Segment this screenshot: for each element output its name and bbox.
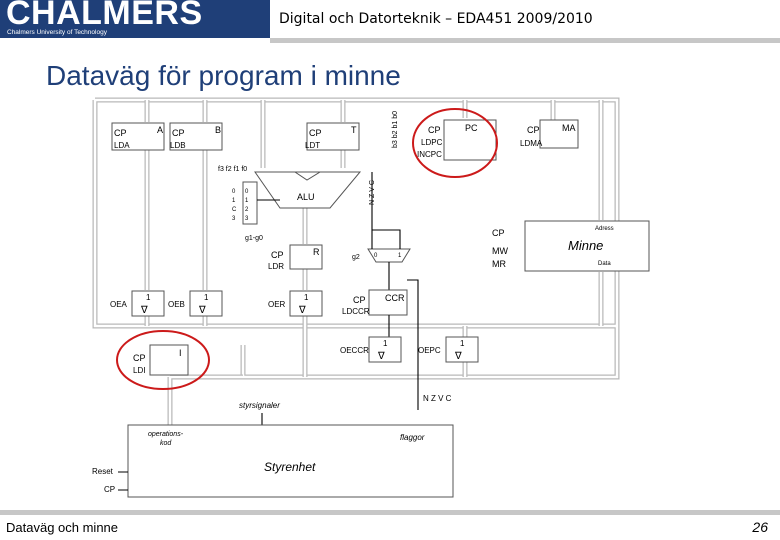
slide-title: Dataväg för program i minne (46, 60, 401, 91)
reg-ccr-cp: CP (353, 295, 366, 305)
course-title: Digital och Datorteknik – EDA451 2009/20… (279, 11, 593, 27)
register-b: CP LDB B (169, 122, 223, 151)
alu-name: ALU (297, 192, 315, 202)
reg-t-name: T (351, 125, 357, 135)
memory-mr: MR (492, 259, 506, 269)
reg-ma-name: MA (562, 123, 576, 133)
header-divider (270, 38, 780, 43)
reg-i-ld: LDI (133, 366, 145, 375)
footer-title: Dataväg och minne (6, 520, 119, 535)
chalmers-logo: CHALMERS Chalmers University of Technolo… (0, 0, 270, 38)
oe-pc: OEPC (418, 346, 441, 355)
mux-idx-0: 0 (245, 189, 249, 195)
buf-ccr-one: 1 (383, 339, 388, 348)
mux-in-1: 1 (232, 198, 236, 204)
register-r: CP LDR R (268, 244, 323, 271)
output-buffers: 1 ∇ OEA 1 ∇ OEB 1 ∇ OER 1 ∇ OECCR 1 ∇ OE… (110, 290, 479, 363)
opcode-line1: operations- (148, 431, 184, 438)
reset-label: Reset (92, 467, 114, 476)
memory-cp: CP (492, 228, 505, 238)
mux-g2-in1: 1 (398, 253, 402, 259)
svg-text:∇: ∇ (298, 305, 306, 316)
pc-highlight (412, 108, 498, 178)
data-bus (92, 97, 620, 425)
buf-b-one: 1 (204, 293, 209, 302)
b-bits: b3 b2 b1 b0 (392, 111, 399, 148)
register-pc: CP LDPC INCPC PC (417, 119, 497, 161)
oe-r: OER (268, 300, 286, 309)
styrsignaler-label: styrsignaler (239, 401, 280, 410)
buf-r-one: 1 (304, 293, 309, 302)
register-ma: CP LDMA MA (520, 119, 579, 149)
register-a: CP LDA A (111, 122, 165, 151)
register-t: CP LDT T (305, 122, 360, 151)
control-unit-name: Styrenhet (264, 460, 316, 474)
memory: Adress Minne Data CP MW MR (492, 220, 650, 272)
alu-f-bits: f3 f2 f1 f0 (218, 166, 247, 173)
memory-mw: MW (492, 246, 508, 256)
page-number: 26 (752, 519, 768, 535)
i-highlight (116, 330, 210, 390)
mux-in-2: C (232, 207, 237, 213)
opcode-line2: kod (160, 440, 172, 447)
svg-text:∇: ∇ (198, 305, 206, 316)
oe-b: OEB (168, 300, 185, 309)
control-unit: operations- kod flaggor Styrenhet Reset … (92, 424, 454, 498)
nzvc-bus-label: N Z V C (423, 394, 452, 403)
logo-subtitle: Chalmers University of Technology (7, 29, 107, 36)
reg-a-ld: LDA (114, 141, 130, 150)
reg-pc-ld: LDPC (421, 138, 443, 147)
buf-pc-one: 1 (460, 339, 465, 348)
buf-a-one: 1 (146, 293, 151, 302)
reg-b-cp: CP (172, 128, 185, 138)
reg-a-cp: CP (114, 128, 127, 138)
reg-b-ld: LDB (170, 141, 186, 150)
svg-text:∇: ∇ (377, 351, 385, 362)
reg-r-cp: CP (271, 250, 284, 260)
logo-text: CHALMERS (6, 0, 203, 32)
reg-i-cp: CP (133, 353, 146, 363)
memory-adress: Adress (595, 226, 614, 232)
oe-ccr: OECCR (340, 346, 369, 355)
mux-g2-in0: 0 (374, 253, 378, 259)
reg-ccr-ld: LDCCR (342, 307, 370, 316)
flags-label: flaggor (400, 433, 425, 442)
register-ccr: CP LDCCR CCR (342, 279, 419, 410)
reg-b-name: B (215, 125, 221, 135)
mux-g2-label: g2 (352, 254, 360, 261)
mux-idx-1: 1 (245, 198, 249, 204)
reg-pc-inc: INCPC (417, 150, 442, 159)
reg-pc-cp: CP (428, 125, 441, 135)
oe-a: OEA (110, 300, 128, 309)
mux-g2: 0 1 g2 (352, 172, 411, 290)
reg-ma-cp: CP (527, 125, 540, 135)
svg-text:∇: ∇ (140, 305, 148, 316)
alu-g-bits: g1-g0 (245, 235, 263, 242)
memory-name: Minne (568, 238, 603, 253)
reg-t-ld: LDT (305, 141, 320, 150)
memory-data: Data (598, 261, 611, 267)
mux-idx-3: 3 (245, 216, 249, 222)
footer-divider (0, 510, 780, 515)
register-i: CP LDI I (133, 344, 189, 376)
mux-idx-2: 2 (245, 207, 249, 213)
reg-a-name: A (157, 125, 163, 135)
reg-ma-ld: LDMA (520, 139, 543, 148)
reg-pc-name: PC (465, 123, 478, 133)
mux-in-3: 3 (232, 216, 236, 222)
svg-text:∇: ∇ (454, 351, 462, 362)
mux-in-0: 0 (232, 189, 236, 195)
reg-r-ld: LDR (268, 262, 284, 271)
reg-r-name: R (313, 247, 320, 257)
reg-i-name: I (179, 348, 182, 358)
reg-t-cp: CP (309, 128, 322, 138)
reg-ccr-name: CCR (385, 293, 405, 303)
control-cp-label: CP (104, 485, 115, 494)
alu: ALU f3 f2 f1 f0 N Z V C 0 1 C 3 0 1 2 3 … (218, 166, 376, 242)
